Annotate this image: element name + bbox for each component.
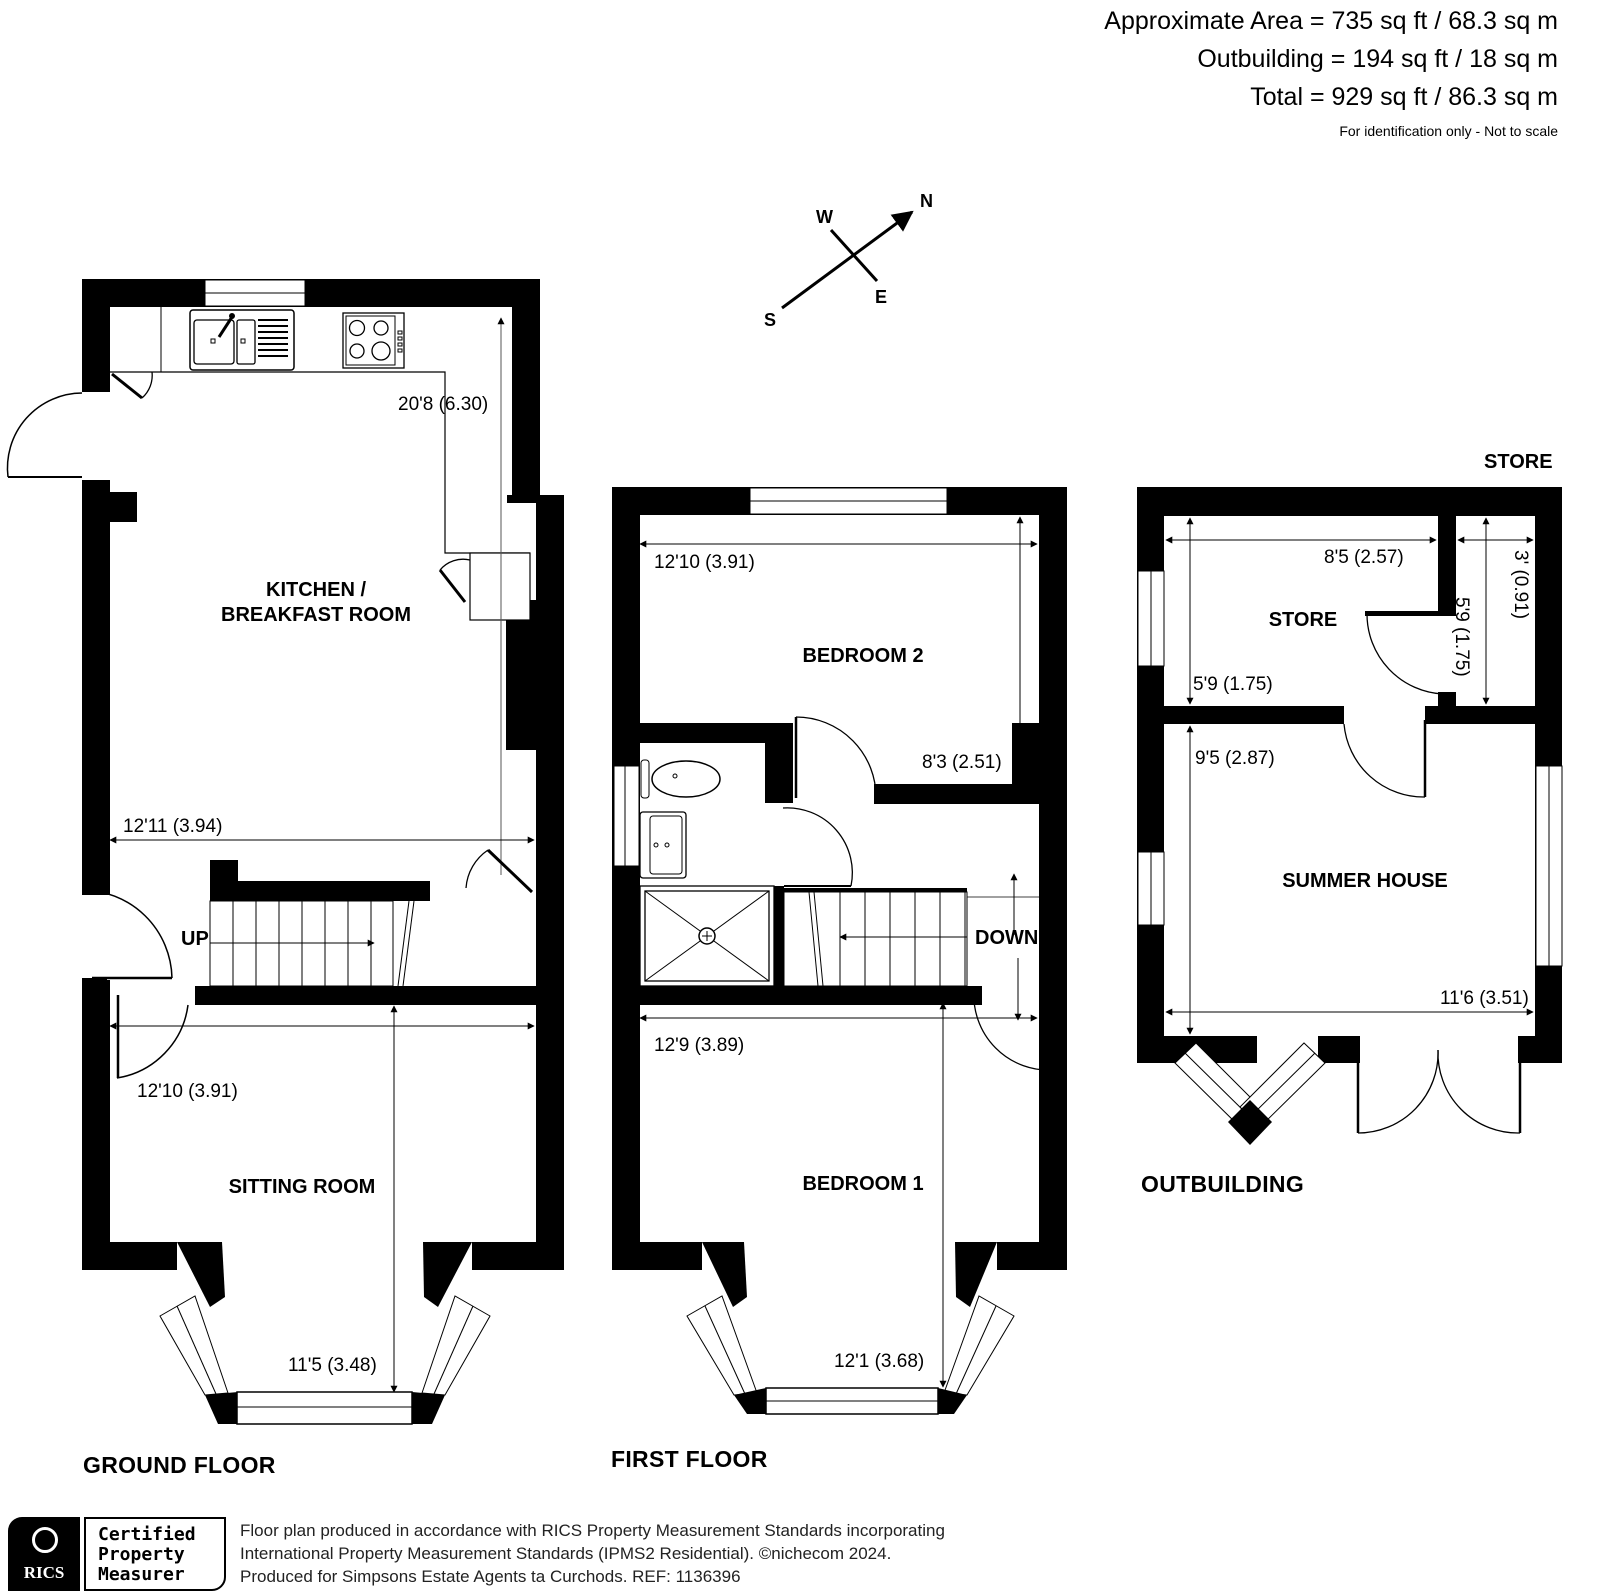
sitting-length-dim: 11'5 (3.48) xyxy=(288,1355,377,1376)
store-top-label: STORE xyxy=(1484,451,1553,473)
footer: RICS Certified Property Measurer Floor p… xyxy=(8,1517,1108,1593)
rics-logo-text: RICS xyxy=(23,1563,65,1582)
summer-length-dim: 9'5 (2.87) xyxy=(1195,748,1275,769)
bedroom2-length-dim: 8'3 (2.51) xyxy=(922,752,1002,773)
kitchen-label-line2: BREAKFAST ROOM xyxy=(221,604,411,626)
staircase-up xyxy=(209,900,415,987)
area-summary: Approximate Area = 735 sq ft / 68.3 sq m… xyxy=(1104,2,1558,142)
sink-icon xyxy=(189,309,295,371)
toilet-icon xyxy=(640,759,721,799)
kitchen-length-dim: 20'8 (6.30) xyxy=(398,394,488,415)
bedroom1-length-dim: 12'1 (3.68) xyxy=(834,1351,924,1372)
shower-icon xyxy=(639,885,775,987)
outbuilding-label: OUTBUILDING xyxy=(1141,1171,1305,1197)
footer-line-2: International Property Measurement Stand… xyxy=(240,1544,892,1563)
cert-line-1: Certified xyxy=(98,1524,196,1545)
summer-house-label: SUMMER HOUSE xyxy=(1282,870,1448,892)
bedroom2-label: BEDROOM 2 xyxy=(802,645,923,667)
footer-line-1: Floor plan produced in accordance with R… xyxy=(240,1521,945,1540)
compass-icon: N W E S xyxy=(764,191,933,330)
small-store-length-dim: 5'9 (1.75) xyxy=(1451,597,1472,677)
total-area: Total = 929 sq ft / 86.3 sq m xyxy=(1250,83,1558,111)
sitting-width-dim: 12'10 (3.91) xyxy=(137,1081,238,1102)
basin-icon xyxy=(639,811,687,879)
footer-line-3: Produced for Simpsons Estate Agents ta C… xyxy=(240,1567,741,1586)
compass-east: E xyxy=(875,287,887,307)
ground-floor-plan: KITCHEN / BREAKFAST ROOM 20'8 (6.30) 12'… xyxy=(6,279,564,1425)
summer-width-dim: 11'6 (3.51) xyxy=(1440,988,1529,1009)
kitchen-width-dim: 12'11 (3.94) xyxy=(123,816,222,837)
stairs-down-label: DOWN xyxy=(975,927,1038,949)
cert-line-3: Measurer xyxy=(98,1564,185,1585)
footer-notes: Floor plan produced in accordance with R… xyxy=(240,1519,945,1588)
store-length-dim: 5'9 (1.75) xyxy=(1193,674,1273,695)
disclaimer: For identification only - Not to scale xyxy=(1339,123,1558,139)
sitting-room-label: SITTING ROOM xyxy=(229,1176,376,1198)
ground-floor-label: GROUND FLOOR xyxy=(83,1452,276,1478)
first-floor-label: FIRST FLOOR xyxy=(611,1446,768,1472)
approximate-area: Approximate Area = 735 sq ft / 68.3 sq m xyxy=(1104,7,1558,35)
hob-icon xyxy=(342,312,405,369)
compass-west: W xyxy=(816,207,833,227)
compass-north: N xyxy=(920,191,933,211)
rics-logo: RICS xyxy=(8,1517,80,1591)
bedroom1-width-dim: 12'9 (3.89) xyxy=(654,1035,744,1056)
store-label: STORE xyxy=(1269,609,1338,631)
bedroom2-width-dim: 12'10 (3.91) xyxy=(654,552,755,573)
compass-south: S xyxy=(764,310,776,330)
rics-lion-icon xyxy=(32,1527,58,1553)
bedroom1-label: BEDROOM 1 xyxy=(802,1173,923,1195)
store-width-dim: 8'5 (2.57) xyxy=(1324,547,1404,568)
small-store-width-dim: 3' (0.91) xyxy=(1510,550,1531,619)
outbuilding-area: Outbuilding = 194 sq ft / 18 sq m xyxy=(1197,45,1558,73)
outbuilding-plan: STORE 8'5 (2.57) STORE 5'9 (1.75) 5'9 (1… xyxy=(1137,451,1563,1145)
first-floor-plan: 12'10 (3.91) BEDROOM 2 8'3 (2.51) DOWN 1… xyxy=(612,487,1067,1415)
staircase-down xyxy=(783,873,1039,1021)
certified-measurer-badge: Certified Property Measurer xyxy=(84,1517,226,1591)
stairs-up-label: UP xyxy=(181,928,209,950)
kitchen-label-line1: KITCHEN / xyxy=(266,579,366,601)
cert-line-2: Property xyxy=(98,1544,185,1565)
